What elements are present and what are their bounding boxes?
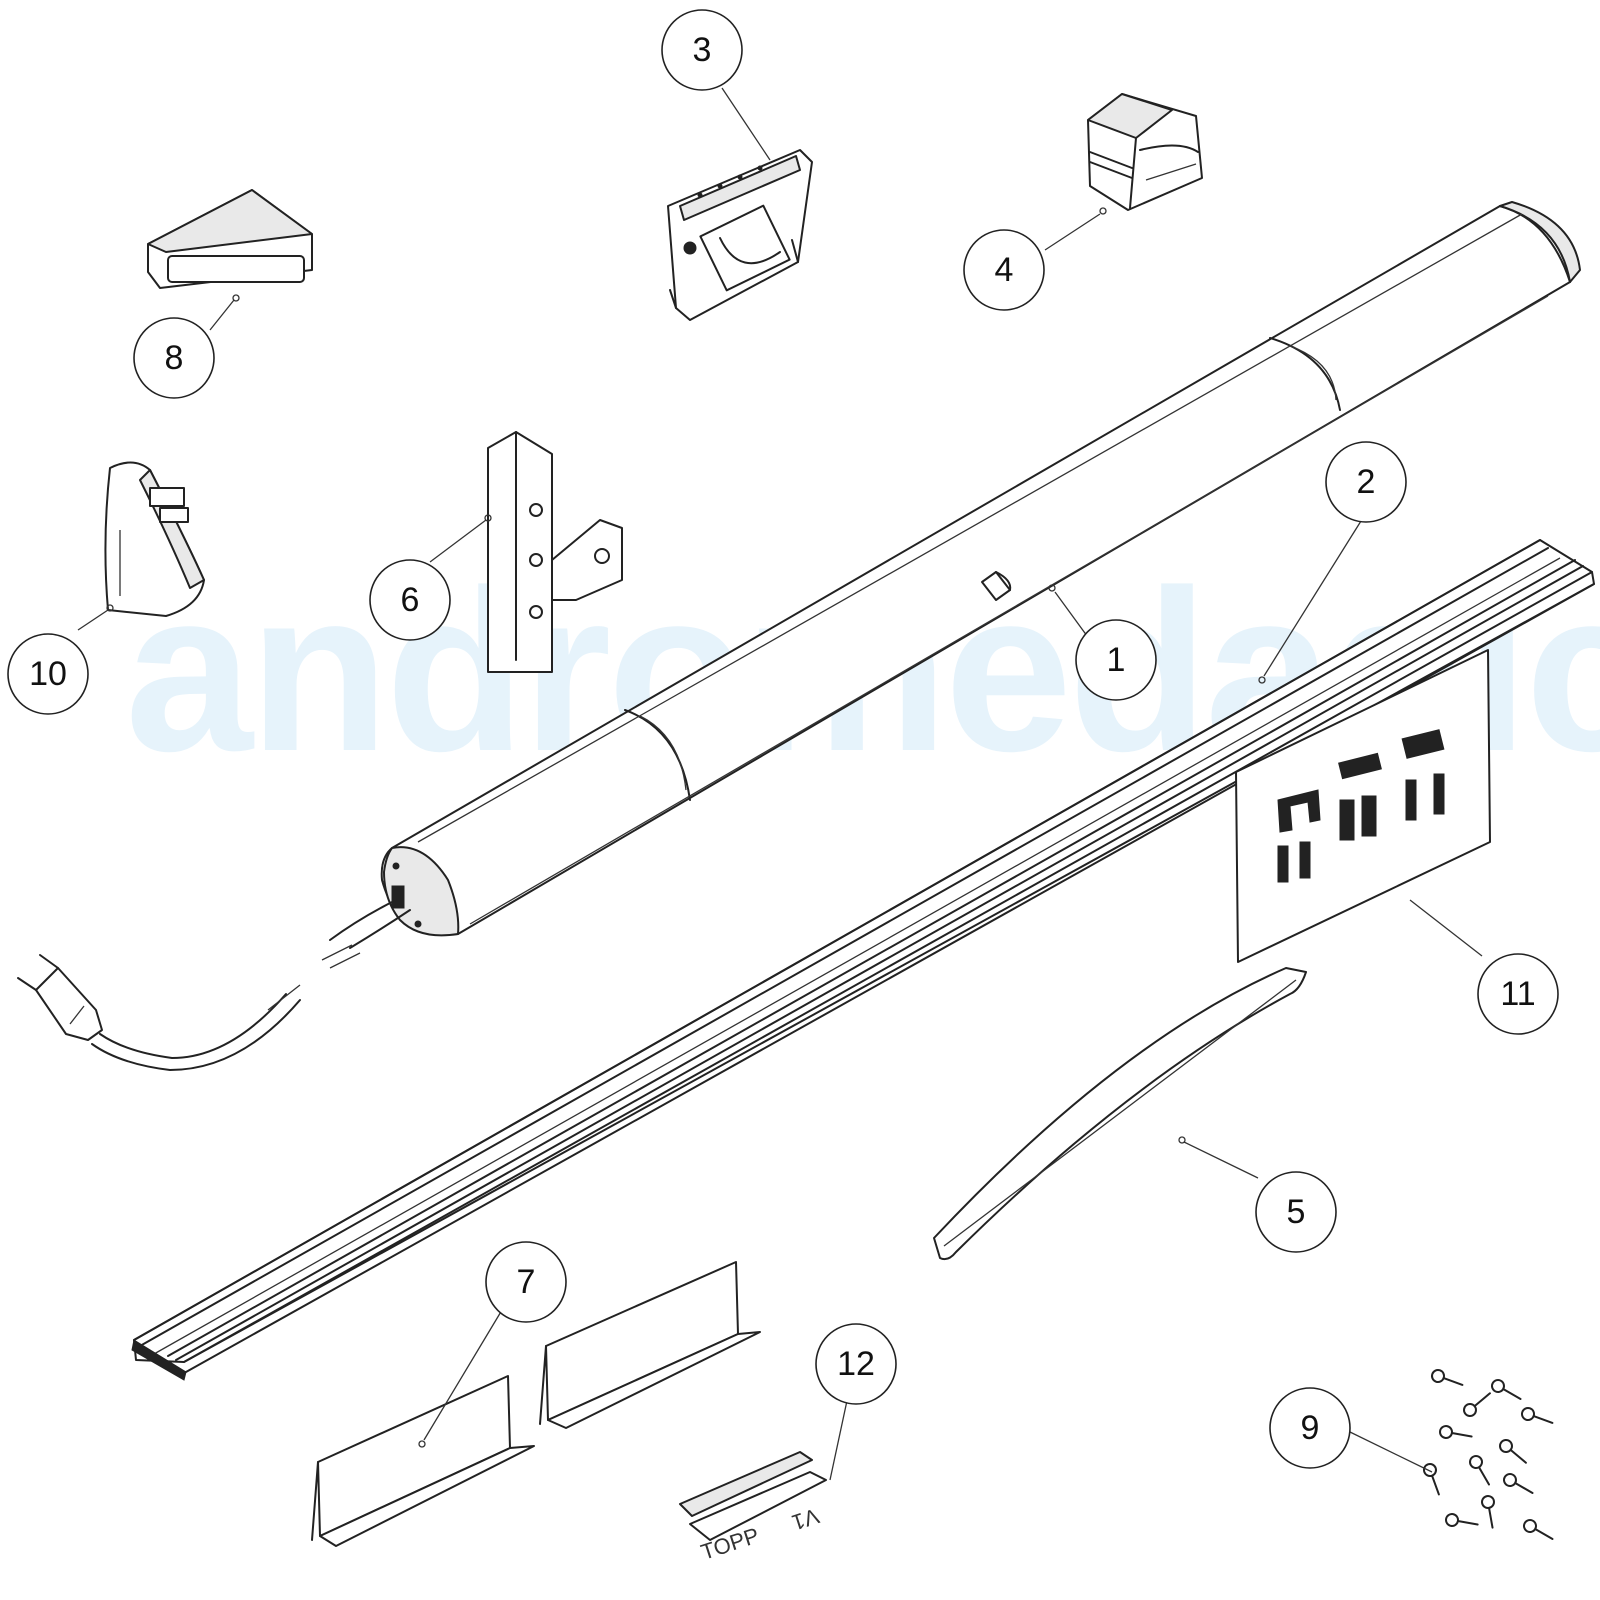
power-cable xyxy=(17,944,361,1071)
callout-3: 3 xyxy=(661,9,743,91)
sticker-sheet-part xyxy=(1235,649,1491,963)
screws-part xyxy=(1423,1369,1554,1540)
callout-6: 6 xyxy=(369,559,451,641)
callout-6-label: 6 xyxy=(401,581,420,619)
wall-bracket-part xyxy=(487,431,623,673)
callout-1-label: 1 xyxy=(1107,641,1126,679)
wedge-cap-part xyxy=(147,189,313,289)
callout-4-label: 4 xyxy=(995,251,1014,289)
callout-10: 10 xyxy=(7,633,89,715)
callout-1: 1 xyxy=(1075,619,1157,701)
callout-8: 8 xyxy=(133,317,215,399)
callout-12-label: 12 xyxy=(837,1345,875,1383)
callout-9: 9 xyxy=(1269,1387,1351,1469)
label-text-v1: V1 xyxy=(789,1503,822,1535)
callout-8-label: 8 xyxy=(165,339,184,377)
callout-7: 7 xyxy=(485,1241,567,1323)
end-cover-part xyxy=(104,461,205,617)
angle-bracket-left xyxy=(311,1375,535,1547)
callout-2-label: 2 xyxy=(1357,463,1376,501)
callout-2: 2 xyxy=(1325,441,1407,523)
callout-9-label: 9 xyxy=(1301,1409,1320,1447)
bracket-part xyxy=(667,149,813,321)
leader-lines xyxy=(77,87,1483,1481)
callout-4: 4 xyxy=(963,229,1045,311)
callout-5-label: 5 xyxy=(1287,1193,1306,1231)
label-strip-part: TOPP V1 xyxy=(679,1451,827,1565)
callout-12: 12 xyxy=(815,1323,897,1405)
callout-10-label: 10 xyxy=(29,655,67,693)
callout-11-label: 11 xyxy=(1500,975,1535,1013)
callout-11: 11 xyxy=(1477,953,1559,1035)
callout-7-label: 7 xyxy=(517,1263,536,1301)
callout-5: 5 xyxy=(1255,1171,1337,1253)
curved-strip-part xyxy=(933,967,1307,1261)
callout-3-label: 3 xyxy=(693,31,712,69)
tube-part xyxy=(329,201,1581,949)
angle-bracket-right xyxy=(539,1261,761,1429)
endcap-part xyxy=(1087,93,1203,211)
